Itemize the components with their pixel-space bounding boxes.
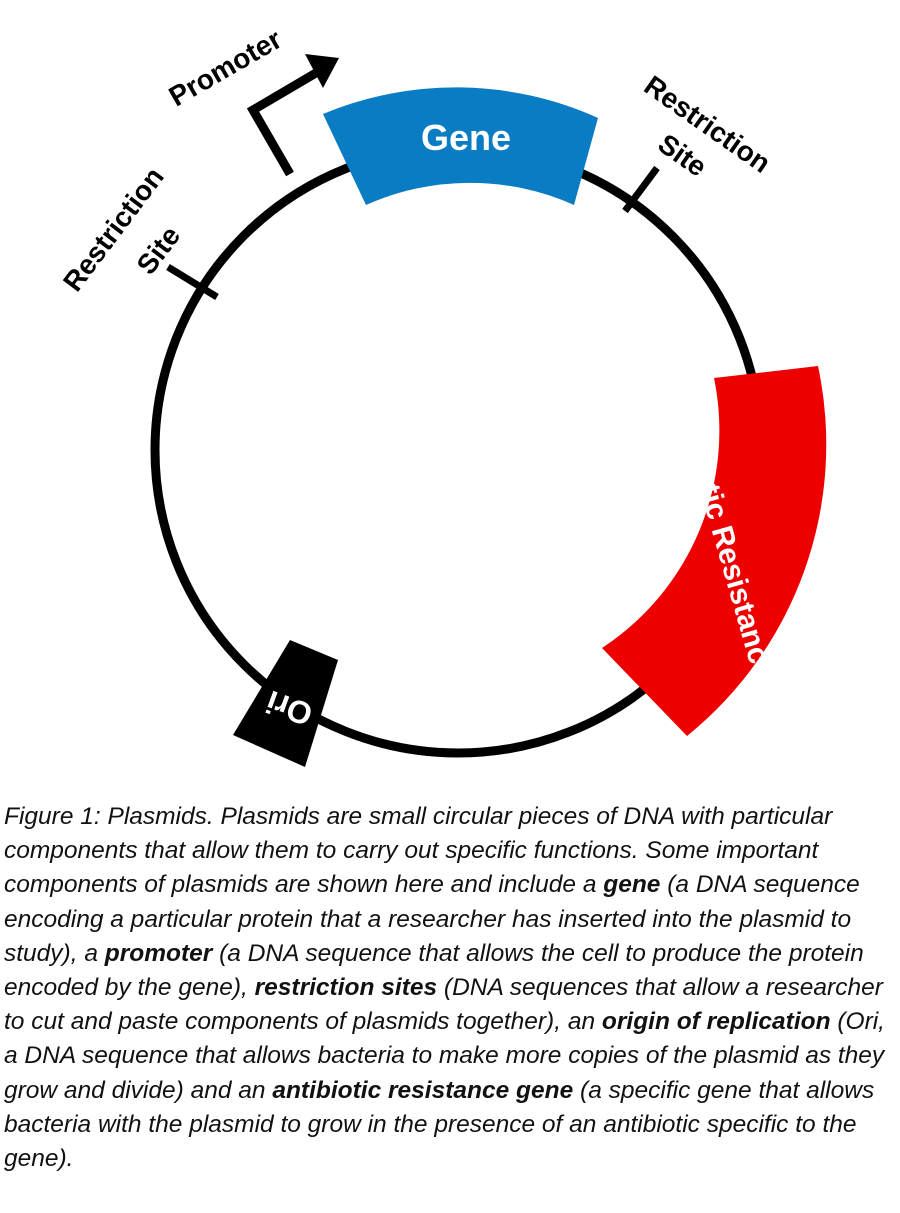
caption-intro: Figure 1: Plasmids. Plasmids are small c…	[4, 803, 833, 899]
caption-term-promoter: promoter	[104, 939, 213, 967]
gene-label: Gene	[421, 117, 511, 158]
antibiotic-resistance-block	[602, 366, 827, 736]
caption-restriction-desc: (DNA sequences that allow a researcher t…	[4, 974, 883, 1036]
promoter-arrow	[246, 54, 339, 177]
plasmid-diagram: Gene Antibiotic Resistance Ori Promoter …	[57, 23, 827, 767]
caption-term-restriction-sites: restriction sites	[254, 974, 438, 1002]
restriction-site-tick-left	[166, 264, 219, 300]
caption-promoter-desc: (a DNA sequence that allows the cell to …	[4, 939, 864, 1002]
caption-term-antibiotic-resistance-gene: antibiotic resistance gene	[272, 1076, 574, 1104]
caption-term-gene: gene	[603, 871, 661, 899]
figure-caption: Figure 1: Plasmids. Plasmids are small c…	[4, 800, 896, 1176]
caption-term-origin-of-replication: origin of replication	[601, 1008, 831, 1036]
caption-ori-desc: (Ori, a DNA sequence that allows bacteri…	[4, 1008, 885, 1104]
caption-antibiotic-desc: (a specific gene that allows bacteria wi…	[4, 1076, 875, 1173]
ori-block	[233, 640, 338, 767]
restriction-site-tick-right	[622, 165, 660, 214]
gene-block	[323, 87, 598, 205]
caption-gene-desc: (a DNA sequence encoding a particular pr…	[4, 871, 860, 967]
